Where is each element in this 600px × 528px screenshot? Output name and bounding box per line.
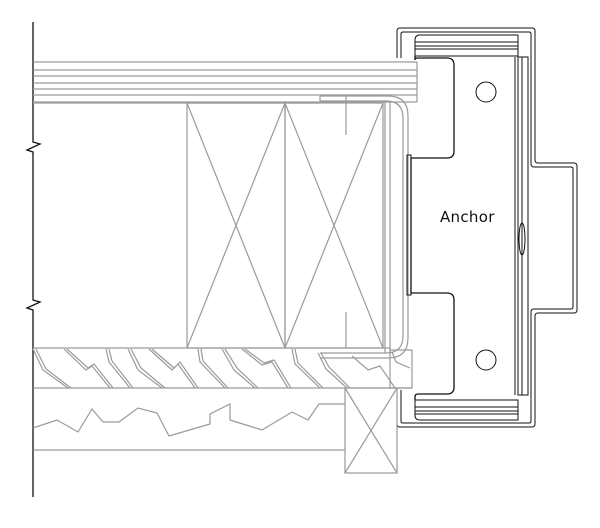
anchor-label: Anchor [440,208,495,226]
sill-wood-grain [32,348,413,389]
wall-break-line [25,22,42,497]
outer-frame-profile [396,27,578,428]
anchor-bracket [406,34,529,421]
wood-blocking-with-x [33,96,390,349]
metal-frame-channel [319,95,409,359]
subfloor-irregular [32,403,345,451]
head-trim-boards [33,61,418,103]
small-blocking-with-x [344,387,398,474]
anchor-holes [475,81,497,371]
